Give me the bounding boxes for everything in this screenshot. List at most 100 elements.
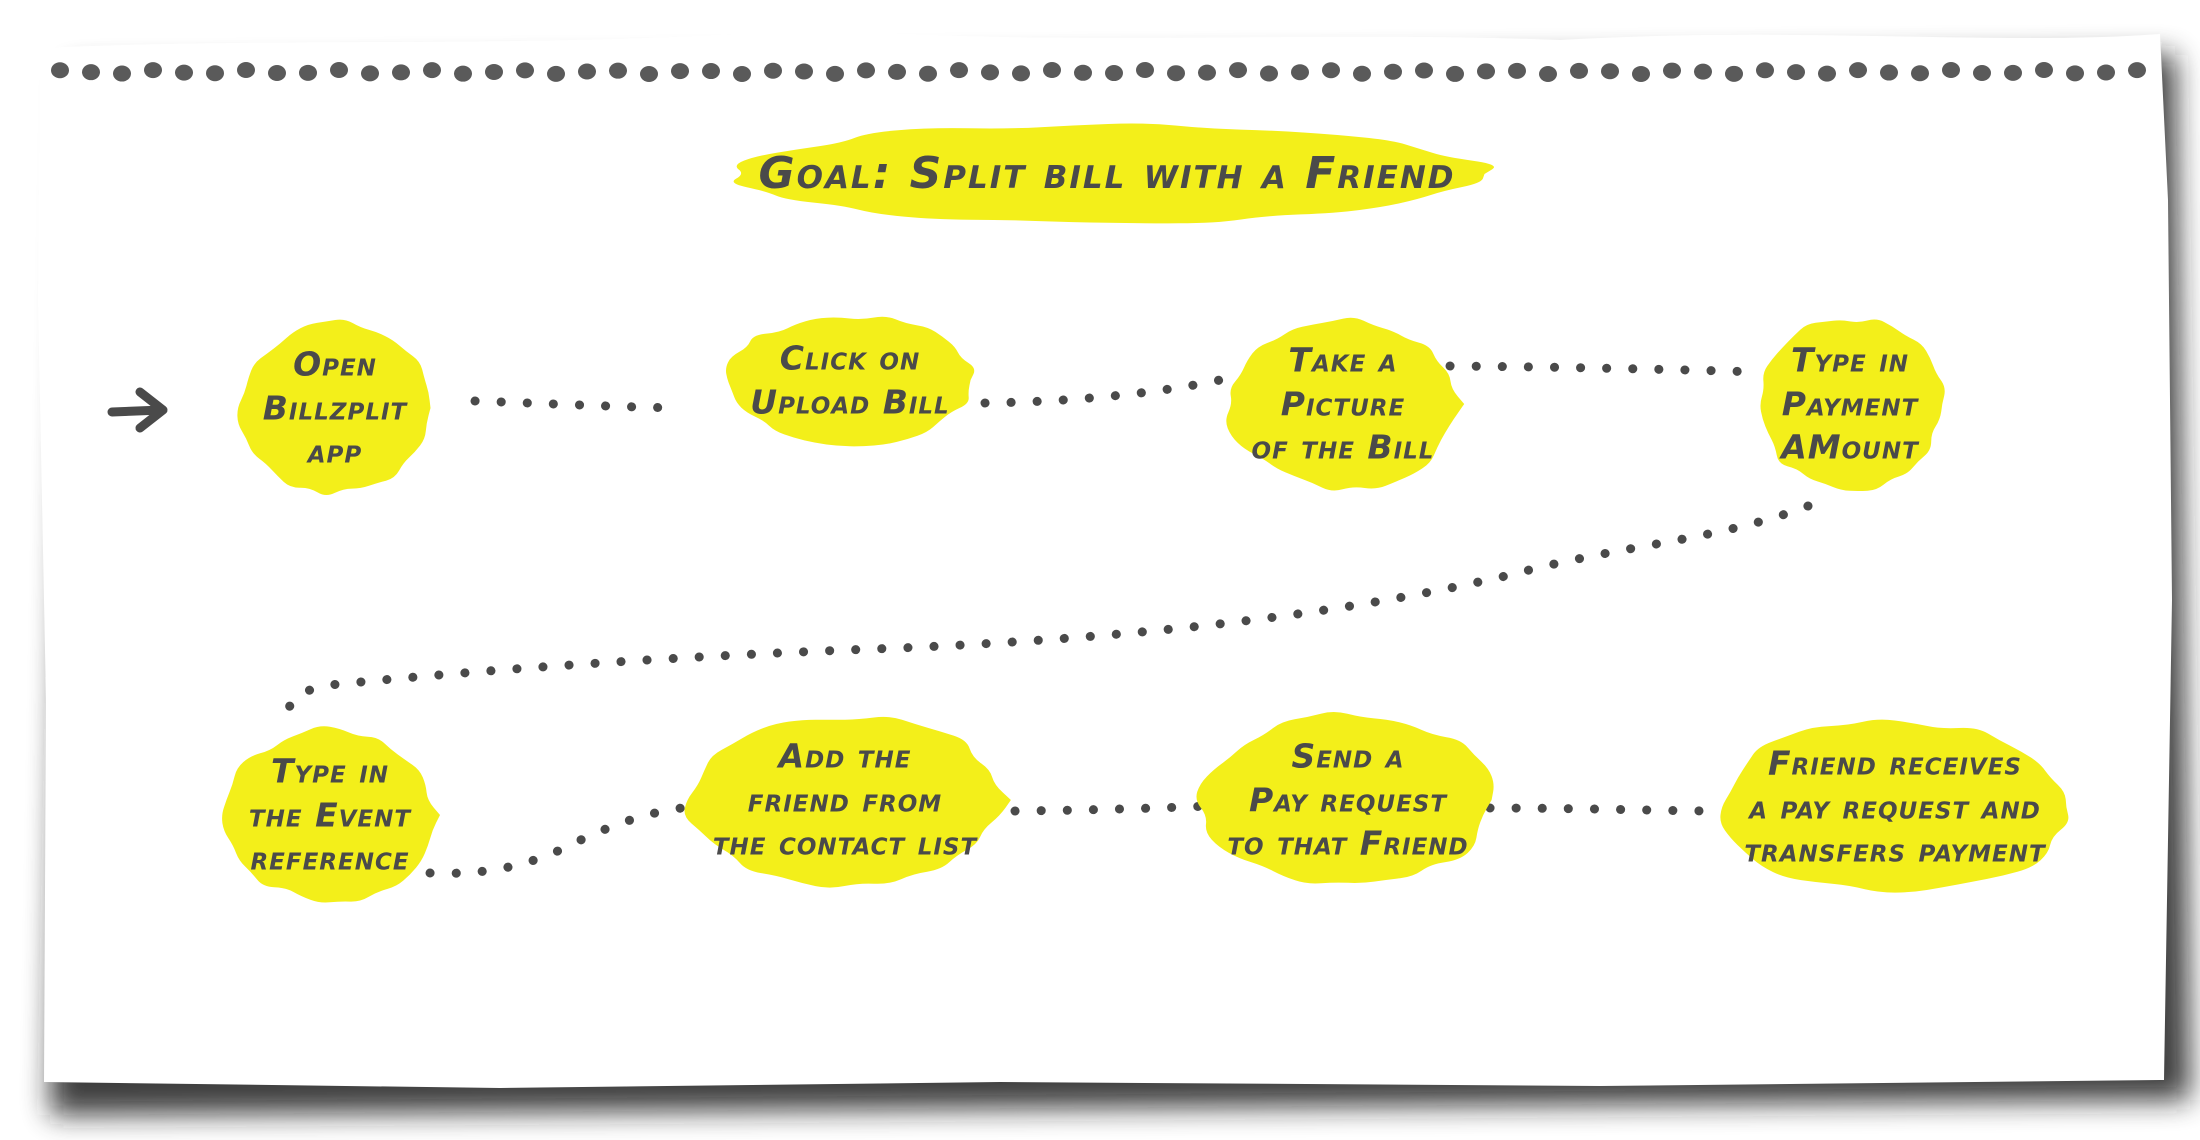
spiral-hole bbox=[702, 63, 720, 80]
step-take-picture-highlight bbox=[1226, 317, 1465, 491]
connector-type-amount-to-type-event bbox=[283, 501, 1813, 717]
step-click-upload-highlight bbox=[725, 316, 975, 447]
step-add-friend: Add the friend from the contact list bbox=[712, 736, 978, 863]
spiral-holes bbox=[51, 62, 2146, 82]
spiral-hole bbox=[1663, 62, 1681, 79]
connector-add-friend-to-send-request bbox=[1010, 801, 1215, 816]
step-type-event-highlight bbox=[222, 726, 440, 903]
spiral-hole bbox=[361, 65, 379, 82]
step-send-request: Send a Pay request to that Friend bbox=[1227, 736, 1469, 863]
spiral-hole bbox=[1384, 63, 1402, 80]
spiral-hole bbox=[1043, 62, 1061, 79]
spiral-hole bbox=[1012, 65, 1030, 82]
spiral-hole bbox=[330, 62, 348, 79]
spiral-hole bbox=[1322, 62, 1340, 79]
spiral-hole bbox=[1353, 65, 1371, 82]
spiral-hole bbox=[1942, 62, 1960, 79]
diagram-title: Goal: Split bill with a Friend bbox=[758, 147, 1456, 199]
spiral-hole bbox=[299, 64, 317, 81]
spiral-hole bbox=[1446, 65, 1464, 82]
spiral-hole bbox=[764, 62, 782, 79]
spiral-hole bbox=[981, 64, 999, 81]
spiral-hole bbox=[1508, 62, 1526, 79]
spiral-hole bbox=[1725, 65, 1743, 82]
step-open-app: Open Billzplit app bbox=[262, 344, 408, 471]
spiral-hole bbox=[1198, 64, 1216, 81]
step-click-upload: Click on Upload Bill bbox=[750, 338, 950, 421]
spiral-hole bbox=[1105, 65, 1123, 82]
spiral-hole bbox=[1074, 64, 1092, 81]
connector-open-app-to-click-upload bbox=[470, 396, 685, 413]
step-open-app-highlight bbox=[237, 319, 431, 496]
spiral-hole bbox=[1229, 62, 1247, 79]
spiral-hole bbox=[1787, 64, 1805, 81]
spiral-hole bbox=[2066, 65, 2084, 82]
spiral-hole bbox=[2035, 62, 2053, 79]
spiral-hole bbox=[1291, 64, 1309, 81]
step-take-picture: Take a Picture of the Bill bbox=[1251, 340, 1435, 467]
step-friend-receives: Friend receives a pay request and transf… bbox=[1744, 743, 2046, 870]
spiral-hole bbox=[950, 62, 968, 79]
spiral-hole bbox=[640, 65, 658, 82]
spiral-hole bbox=[392, 64, 410, 81]
step-type-amount: Type in Payment AMount bbox=[1781, 340, 1919, 467]
spiral-hole bbox=[1756, 62, 1774, 79]
spiral-hole bbox=[516, 62, 534, 79]
arrow-right-icon bbox=[107, 387, 168, 433]
step-friend-receives-highlight bbox=[1720, 719, 2069, 893]
spiral-hole bbox=[2004, 64, 2022, 81]
spiral-hole bbox=[2097, 64, 2115, 81]
step-type-amount-highlight bbox=[1760, 319, 1945, 491]
connector-type-event-to-add-friend bbox=[425, 801, 705, 878]
spiral-hole bbox=[857, 62, 875, 79]
spiral-hole bbox=[1911, 65, 1929, 82]
highlight-group bbox=[222, 123, 2069, 903]
title-highlight bbox=[733, 123, 1495, 224]
spiral-hole bbox=[919, 65, 937, 82]
spiral-hole bbox=[1260, 65, 1278, 82]
spiral-hole bbox=[1601, 63, 1619, 80]
spiral-hole bbox=[82, 64, 100, 81]
spiral-hole bbox=[888, 63, 906, 80]
spiral-hole bbox=[144, 62, 162, 79]
spiral-hole bbox=[268, 65, 286, 82]
connector-group bbox=[283, 361, 1813, 878]
spiral-hole bbox=[547, 65, 565, 82]
spiral-hole bbox=[733, 65, 751, 82]
spiral-hole bbox=[1849, 62, 1867, 79]
spiral-hole bbox=[113, 65, 131, 82]
spiral-hole bbox=[206, 65, 224, 82]
spiral-hole bbox=[51, 62, 69, 79]
step-send-request-highlight bbox=[1196, 712, 1494, 884]
spiral-hole bbox=[609, 62, 627, 79]
paper-sheet bbox=[38, 28, 2172, 1088]
connector-take-picture-to-type-amount bbox=[1445, 361, 1765, 377]
spiral-hole bbox=[454, 65, 472, 82]
spiral-hole bbox=[826, 65, 844, 82]
spiral-hole bbox=[1880, 64, 1898, 81]
spiral-hole bbox=[578, 63, 596, 80]
spiral-hole bbox=[485, 63, 503, 80]
spiral-hole bbox=[1694, 63, 1712, 80]
spiral-hole bbox=[2128, 62, 2146, 79]
spiral-hole bbox=[1415, 62, 1433, 79]
spiral-hole bbox=[1570, 62, 1588, 79]
spiral-hole bbox=[237, 62, 255, 79]
spiral-hole bbox=[1167, 65, 1185, 82]
spiral-hole bbox=[1973, 64, 1991, 81]
spiral-hole bbox=[1477, 63, 1495, 80]
spiral-hole bbox=[175, 64, 193, 81]
spiral-hole bbox=[795, 63, 813, 80]
spiral-hole bbox=[1818, 65, 1836, 82]
connector-send-request-to-friend-receives bbox=[1485, 803, 1710, 816]
spiral-hole bbox=[671, 63, 689, 80]
spiral-hole bbox=[1539, 65, 1557, 82]
spiral-hole bbox=[423, 62, 441, 79]
spiral-hole bbox=[1632, 65, 1650, 82]
step-type-event: Type in the Event reference bbox=[248, 751, 412, 878]
connector-click-upload-to-take-picture bbox=[980, 375, 1225, 408]
step-add-friend-highlight bbox=[684, 716, 1011, 888]
spiral-hole bbox=[1136, 62, 1154, 79]
